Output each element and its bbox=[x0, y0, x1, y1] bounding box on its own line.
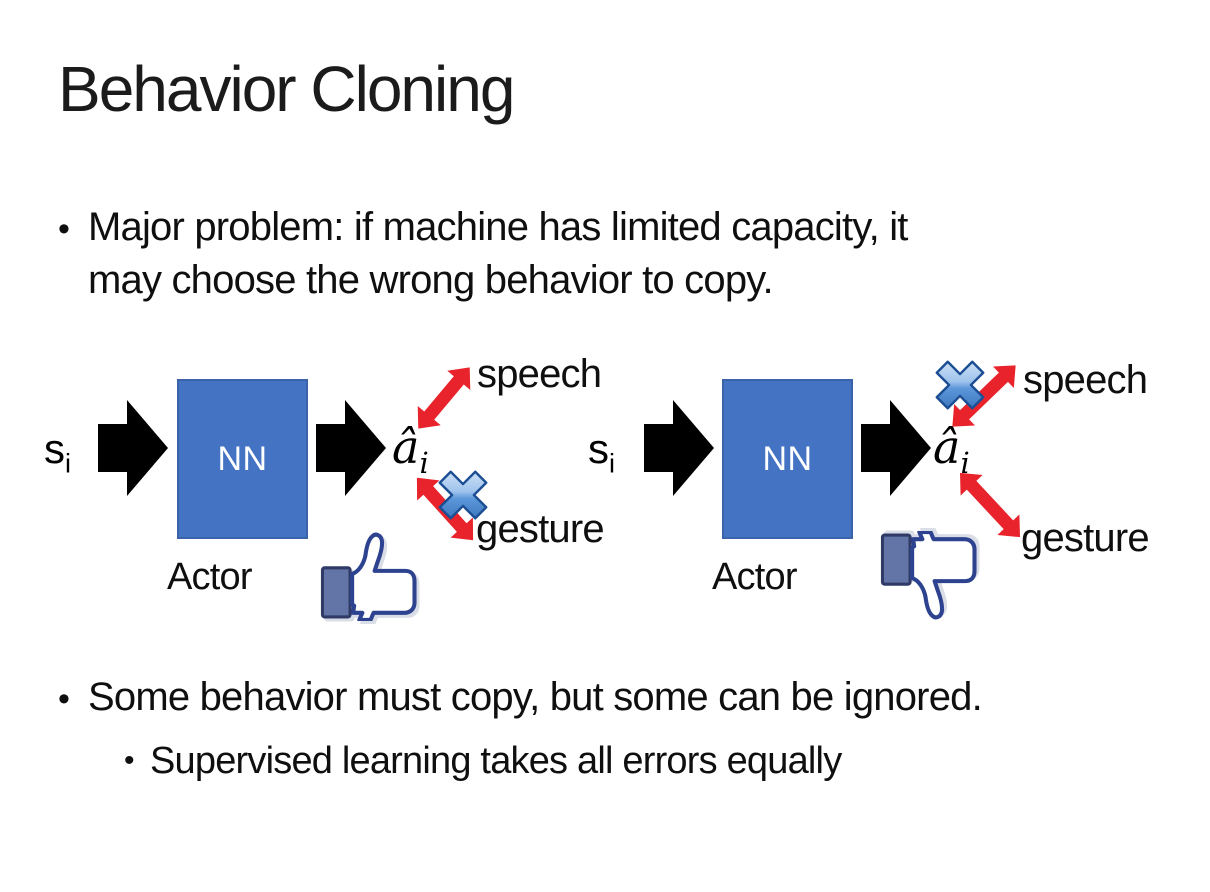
thumbs-up-icon bbox=[320, 532, 417, 621]
thumbs-down-icon bbox=[880, 531, 977, 620]
bullet-dot: • bbox=[58, 210, 70, 248]
output-arrow-icon bbox=[861, 400, 931, 496]
nn-label: NN bbox=[762, 439, 813, 478]
state-label: si bbox=[44, 425, 71, 479]
speech-arrow-icon bbox=[417, 367, 471, 429]
input-arrow-icon bbox=[98, 400, 168, 496]
nn-label: NN bbox=[217, 439, 268, 478]
output-arrow-icon bbox=[316, 400, 386, 496]
actor-label: Actor bbox=[167, 556, 253, 598]
slide-title: Behavior Cloning bbox=[58, 53, 515, 125]
bullet-major-line1: Major problem: if machine has limited ca… bbox=[88, 205, 908, 249]
nn-box: NN bbox=[722, 379, 853, 539]
bullet-dot: • bbox=[58, 680, 70, 718]
speech-label: speech bbox=[1023, 358, 1148, 402]
action-label: âi bbox=[392, 420, 429, 481]
cross-icon bbox=[935, 360, 985, 410]
speech-arrow-icon bbox=[952, 365, 1016, 427]
bullet-major-line2: may choose the wrong behavior to copy. bbox=[88, 258, 774, 302]
actor-label: Actor bbox=[712, 556, 798, 598]
state-label: si bbox=[588, 425, 615, 479]
gesture-label: gesture bbox=[1021, 516, 1150, 560]
speech-label: speech bbox=[477, 352, 602, 396]
gesture-arrow-icon bbox=[959, 472, 1021, 538]
bullet-ignore: Some behavior must copy, but some can be… bbox=[88, 675, 983, 719]
nn-box: NN bbox=[177, 379, 308, 539]
gesture-label: gesture bbox=[476, 507, 605, 551]
bullet-dot: • bbox=[124, 744, 135, 777]
bullet-supervised: Supervised learning takes all errors equ… bbox=[150, 740, 842, 782]
input-arrow-icon bbox=[644, 400, 714, 496]
action-label: âi bbox=[933, 420, 970, 481]
cross-icon bbox=[438, 470, 488, 520]
